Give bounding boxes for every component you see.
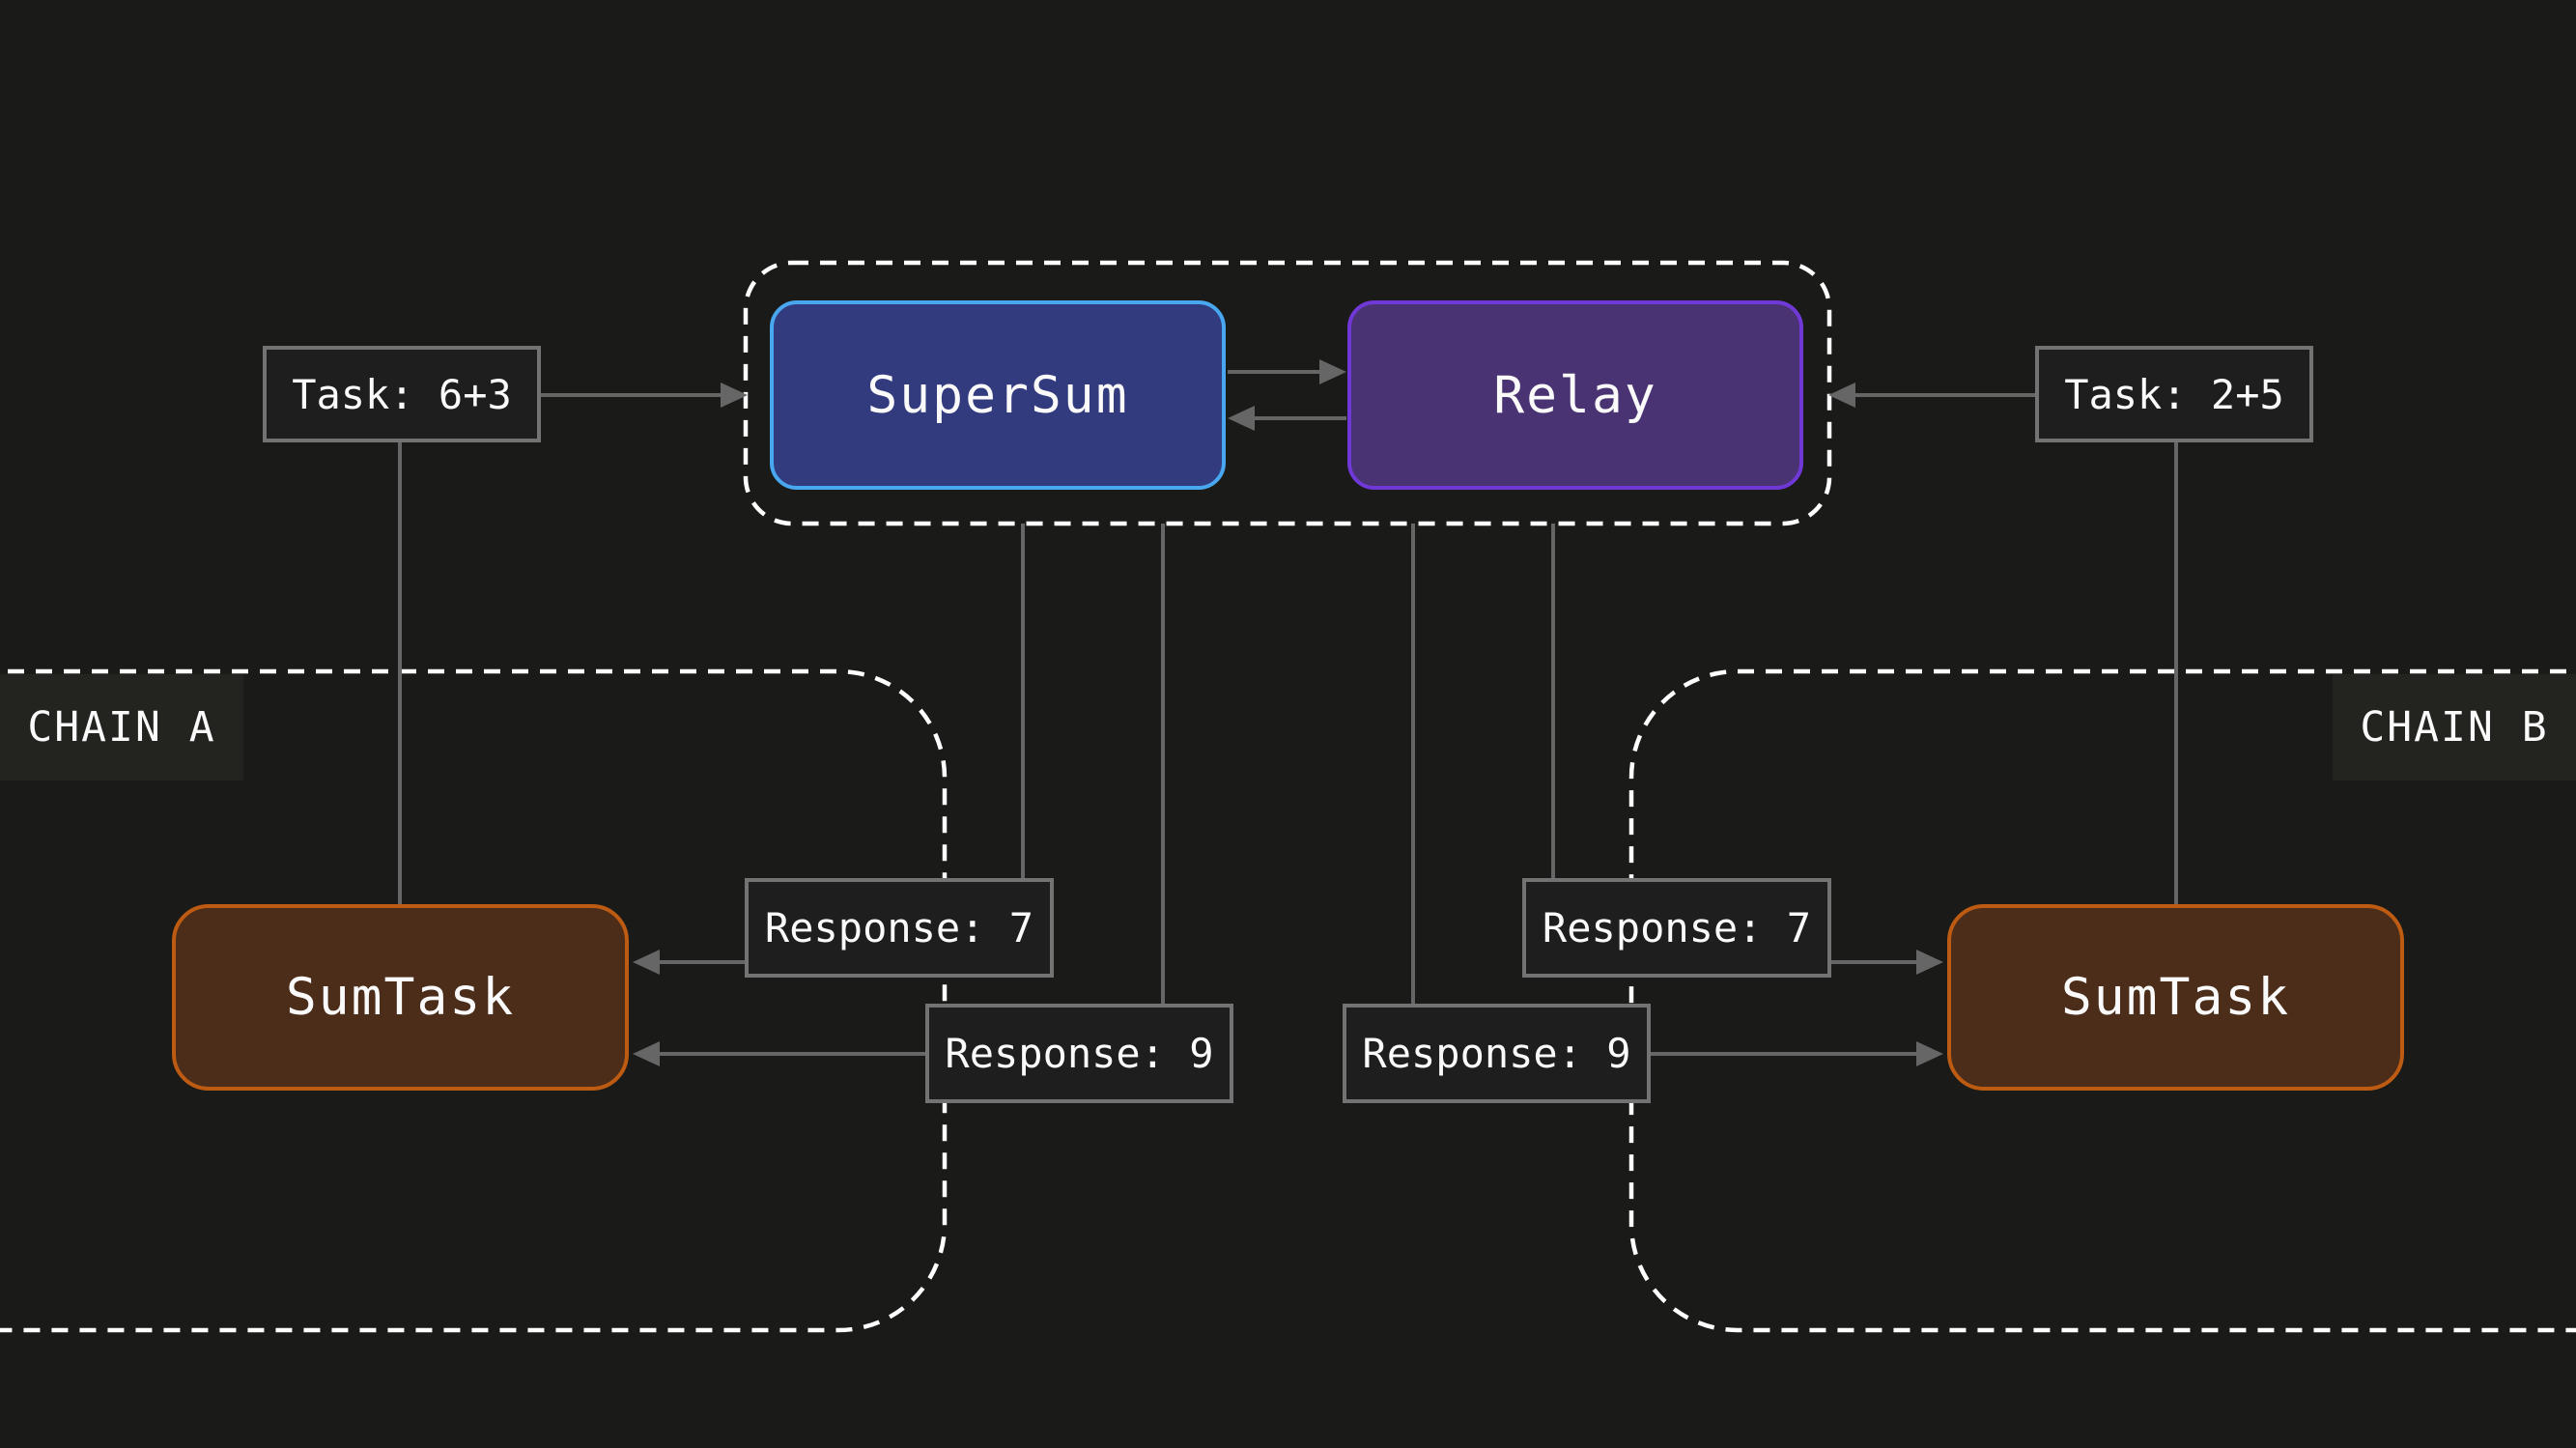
chain-a-border [0, 668, 948, 1333]
node-relay-label: Relay [1493, 365, 1657, 425]
response-7-a-label-text: Response: 7 [764, 904, 1034, 951]
response-9-a-label-box: Response: 9 [925, 1004, 1233, 1103]
chain-b-border [1628, 668, 2576, 1333]
response-7-b-label-text: Response: 7 [1542, 904, 1812, 951]
chain-b-label-text: CHAIN B [2360, 703, 2549, 752]
node-relay: Relay [1347, 300, 1803, 490]
node-supersum: SuperSum [770, 300, 1226, 490]
arrowhead-task-a [721, 383, 748, 408]
arrowhead-response7-b [1916, 950, 1943, 975]
task-b-label-box: Task: 2+5 [2035, 346, 2313, 442]
node-sumtask-chain-a: SumTask [172, 904, 629, 1091]
chain-b-label: CHAIN B [2333, 674, 2576, 781]
arrowhead-task-b [1828, 383, 1855, 408]
arrowhead-response9-a [633, 1041, 660, 1066]
chain-a-label-text: CHAIN A [27, 703, 216, 752]
arrowhead-supersum-to-relay [1319, 359, 1346, 384]
node-sumtask-a-label: SumTask [285, 968, 516, 1027]
orchestrator-group-border [743, 260, 1832, 526]
node-sumtask-b-label: SumTask [2060, 968, 2291, 1027]
task-b-label-text: Task: 2+5 [2064, 370, 2284, 418]
response-7-a-label-box: Response: 7 [745, 878, 1054, 978]
response-9-b-label-box: Response: 9 [1343, 1004, 1651, 1103]
response-9-a-label-text: Response: 9 [945, 1030, 1214, 1077]
arrowhead-response9-b [1916, 1041, 1943, 1066]
node-sumtask-chain-b: SumTask [1947, 904, 2404, 1091]
arrowhead-relay-to-supersum [1228, 406, 1255, 431]
task-a-label-box: Task: 6+3 [263, 346, 541, 442]
response-9-b-label-text: Response: 9 [1362, 1030, 1631, 1077]
response-7-b-label-box: Response: 7 [1522, 878, 1831, 978]
task-a-label-text: Task: 6+3 [292, 370, 512, 418]
node-supersum-label: SuperSum [866, 365, 1129, 425]
arrowhead-response7-a [633, 950, 660, 975]
chain-a-label: CHAIN A [0, 674, 243, 781]
